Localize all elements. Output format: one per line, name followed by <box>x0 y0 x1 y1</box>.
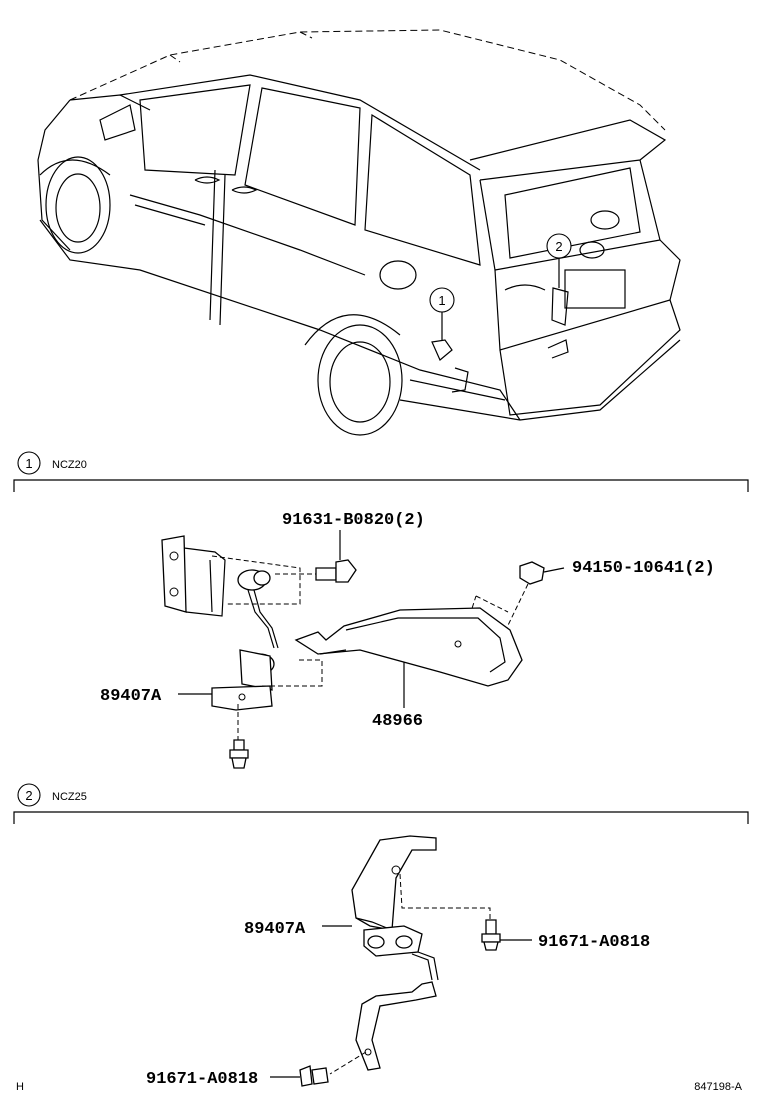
callout-circle-1 <box>429 287 455 313</box>
bolt-91671-A0818-bottom <box>270 1065 329 1087</box>
bracket-48966 <box>294 607 523 708</box>
section-2-model-label: NCZ25 <box>52 791 87 803</box>
bolt-91631-B0820 <box>315 530 357 583</box>
section-1-divider <box>13 479 749 492</box>
footer-diagram-id: 847198-A <box>694 1081 742 1093</box>
section-2-marker <box>17 783 41 807</box>
section-2-divider <box>13 811 749 824</box>
section-1: 1 NCZ20 91631-B082 <box>13 451 749 769</box>
part-number-91631-B0820: 91631-B0820(2) <box>282 511 425 530</box>
part-number-89407A-s1: 89407A <box>100 687 162 706</box>
small-bolt-s1 <box>229 739 249 769</box>
height-sensor-89407A-s1 <box>161 535 279 711</box>
callout-number-1: 1 <box>438 293 445 308</box>
callout-number-2: 2 <box>555 239 562 254</box>
footer-left-code: H <box>16 1081 24 1093</box>
nut-94150-10641 <box>519 561 565 585</box>
section-2: 2 NCZ25 91671-A0818 89407A <box>13 783 749 1089</box>
section-1-marker-number: 1 <box>25 456 32 471</box>
part-number-91671-A0818-right: 91671-A0818 <box>538 933 650 952</box>
section-1-marker <box>17 451 41 475</box>
part-number-48966: 48966 <box>372 712 423 731</box>
section-2-marker-number: 2 <box>25 788 32 803</box>
part-number-91671-A0818-bottom: 91671-A0818 <box>146 1070 258 1089</box>
part-number-89407A-s2: 89407A <box>244 920 306 939</box>
height-sensor-89407A-s2 <box>351 835 439 1071</box>
vehicle-overview: 1 2 <box>37 29 681 436</box>
bolt-91671-A0818-right <box>481 919 532 951</box>
part-number-94150-10641: 94150-10641(2) <box>572 559 715 578</box>
section-1-model-label: NCZ20 <box>52 459 87 471</box>
callout-circle-2 <box>546 233 572 259</box>
